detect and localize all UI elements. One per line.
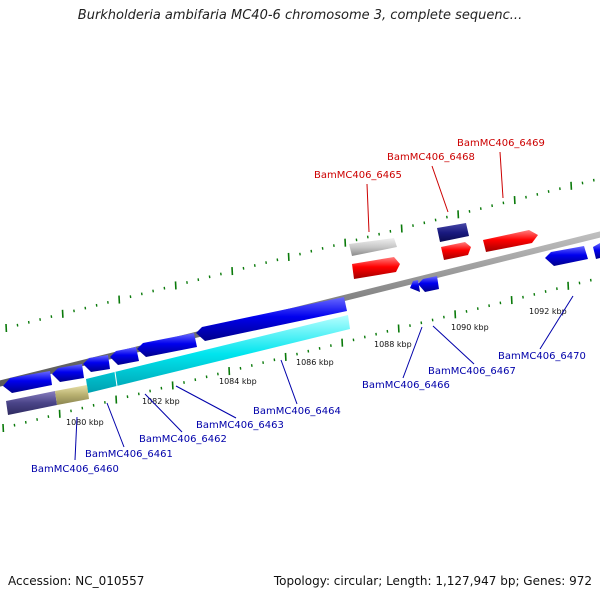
forward-gene-labels: BamMC406_6465 BamMC406_6468 BamMC406_646… xyxy=(314,138,545,181)
feature-track xyxy=(6,315,350,415)
gene-arrow[interactable] xyxy=(196,297,347,341)
reverse-gene-labels: BamMC406_6460 BamMC406_6461 BamMC406_646… xyxy=(31,351,586,475)
gene-arrow[interactable] xyxy=(418,276,439,292)
gene-arrow[interactable] xyxy=(349,238,397,256)
outer-tick-ruler xyxy=(5,178,595,333)
gene-label-6465[interactable]: BamMC406_6465 xyxy=(314,170,402,181)
scale-label: 1084 kbp xyxy=(219,377,257,386)
gene-arrow[interactable] xyxy=(83,355,110,372)
gene-label-6461[interactable]: BamMC406_6461 xyxy=(85,449,173,460)
gene-label-6468[interactable]: BamMC406_6468 xyxy=(387,152,475,163)
gene-arrow[interactable] xyxy=(137,333,197,357)
gene-arrow[interactable] xyxy=(483,230,538,252)
cyan-feature[interactable] xyxy=(86,315,350,393)
gene-label-6462[interactable]: BamMC406_6462 xyxy=(139,434,227,445)
label-leader-lines xyxy=(74,151,574,461)
olive-feature[interactable] xyxy=(55,385,89,405)
gene-arrow[interactable] xyxy=(3,371,52,393)
gene-label-6469[interactable]: BamMC406_6469 xyxy=(457,138,545,149)
gene-label-6464[interactable]: BamMC406_6464 xyxy=(253,406,341,417)
reverse-strand-genes xyxy=(3,243,600,393)
gene-arrow[interactable] xyxy=(593,243,600,259)
scale-label: 1082 kbp xyxy=(142,397,180,406)
scale-labels: 1080 kbp 1082 kbp 1084 kbp 1086 kbp 1088… xyxy=(66,307,567,427)
gene-arrow[interactable] xyxy=(441,242,471,260)
topology-summary: Topology: circular; Length: 1,127,947 bp… xyxy=(273,574,592,588)
scale-label: 1080 kbp xyxy=(66,418,104,427)
gene-arrow[interactable] xyxy=(545,246,588,266)
forward-strand-genes xyxy=(349,223,538,279)
slate-feature[interactable] xyxy=(6,391,57,415)
accession-text: Accession: NC_010557 xyxy=(8,574,145,588)
gene-label-6460[interactable]: BamMC406_6460 xyxy=(31,464,119,475)
scale-label: 1086 kbp xyxy=(296,358,334,367)
gene-arrow[interactable] xyxy=(410,280,420,292)
gene-arrow[interactable] xyxy=(110,347,139,365)
map-title: Burkholderia ambifaria MC40-6 chromosome… xyxy=(77,8,523,23)
gene-label-6467[interactable]: BamMC406_6467 xyxy=(428,366,516,377)
inner-tick-ruler xyxy=(2,278,592,433)
scale-label: 1092 kbp xyxy=(529,307,567,316)
gene-label-6470[interactable]: BamMC406_6470 xyxy=(498,351,586,362)
gene-label-6463[interactable]: BamMC406_6463 xyxy=(196,420,284,431)
gene-arrow[interactable] xyxy=(352,257,400,279)
scale-label: 1088 kbp xyxy=(374,340,412,349)
gene-arrow[interactable] xyxy=(437,223,469,242)
scale-label: 1090 kbp xyxy=(451,323,489,332)
gene-label-6466[interactable]: BamMC406_6466 xyxy=(362,380,450,391)
gene-arrow[interactable] xyxy=(52,364,84,382)
